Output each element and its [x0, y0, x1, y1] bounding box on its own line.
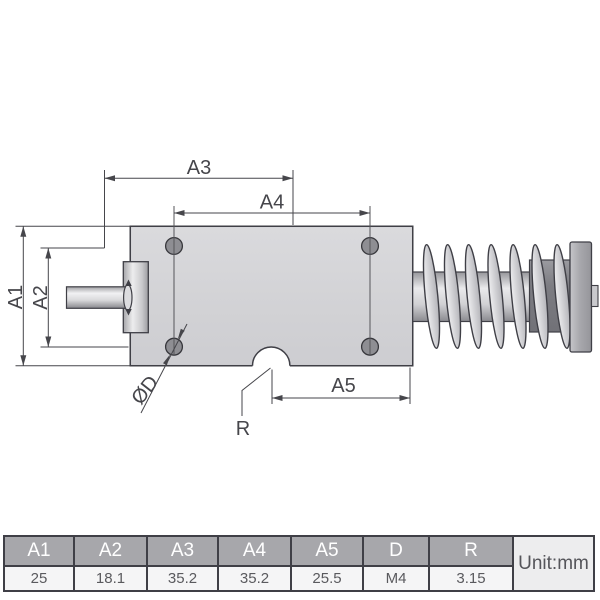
- label-a3: A3: [187, 157, 211, 179]
- value-a2: 18.1: [73, 565, 148, 592]
- dim-a5: [271, 367, 411, 404]
- technical-drawing: A1 A2 A3 A4 A5 ØD R: [5, 157, 599, 440]
- dim-diameter-leader: [140, 323, 188, 414]
- bottom-notch-arc: [251, 346, 291, 366]
- dimension-spec-table: A1 A2 A3 A4 A5 D R Unit:mm 25 18.1 35.2 …: [3, 535, 595, 592]
- end-flange: [569, 241, 593, 353]
- label-a1: A1: [5, 285, 27, 309]
- dimensions-group: [15, 170, 411, 416]
- value-a1: 25: [3, 565, 75, 592]
- shaft-collar: [123, 284, 133, 311]
- bottom-notch-fill: [252, 347, 290, 369]
- col-header-a1: A1: [3, 535, 75, 567]
- col-header-a4: A4: [217, 535, 292, 567]
- dim-a1: [15, 225, 130, 367]
- dim-a2: [40, 247, 129, 348]
- value-a5: 25.5: [290, 565, 364, 592]
- dim-a4: [174, 210, 370, 216]
- end-stud: [590, 284, 599, 308]
- col-header-r: R: [428, 535, 514, 567]
- solenoid-body-group: [65, 206, 414, 369]
- plunger-shaft: [65, 286, 127, 309]
- collar-tick-top: [125, 279, 132, 286]
- col-header-d: D: [362, 535, 430, 567]
- value-d: M4: [362, 565, 430, 592]
- dim-a3: [104, 170, 294, 248]
- dim-radius-leader: [241, 367, 271, 416]
- label-a2: A2: [30, 285, 52, 309]
- spring-assembly-group: [412, 241, 599, 353]
- collar-tick-bottom: [125, 309, 132, 316]
- unit-cell: Unit:mm: [512, 535, 595, 592]
- label-radius: R: [236, 418, 250, 440]
- value-a3: 35.2: [146, 565, 219, 592]
- front-guide-plate: [122, 261, 149, 334]
- value-r: 3.15: [428, 565, 514, 592]
- label-diameter: ØD: [127, 372, 163, 409]
- coil-spring: [422, 244, 571, 349]
- value-a4: 35.2: [217, 565, 292, 592]
- col-header-a2: A2: [73, 535, 148, 567]
- table-value-row: 25 18.1 35.2 35.2 25.5 M4 3.15: [3, 565, 594, 592]
- col-header-a3: A3: [146, 535, 219, 567]
- table-header-row: A1 A2 A3 A4 A5 D R Unit:mm: [3, 535, 595, 592]
- col-header-a5: A5: [290, 535, 364, 567]
- label-a4: A4: [260, 192, 284, 214]
- label-a5: A5: [331, 375, 355, 397]
